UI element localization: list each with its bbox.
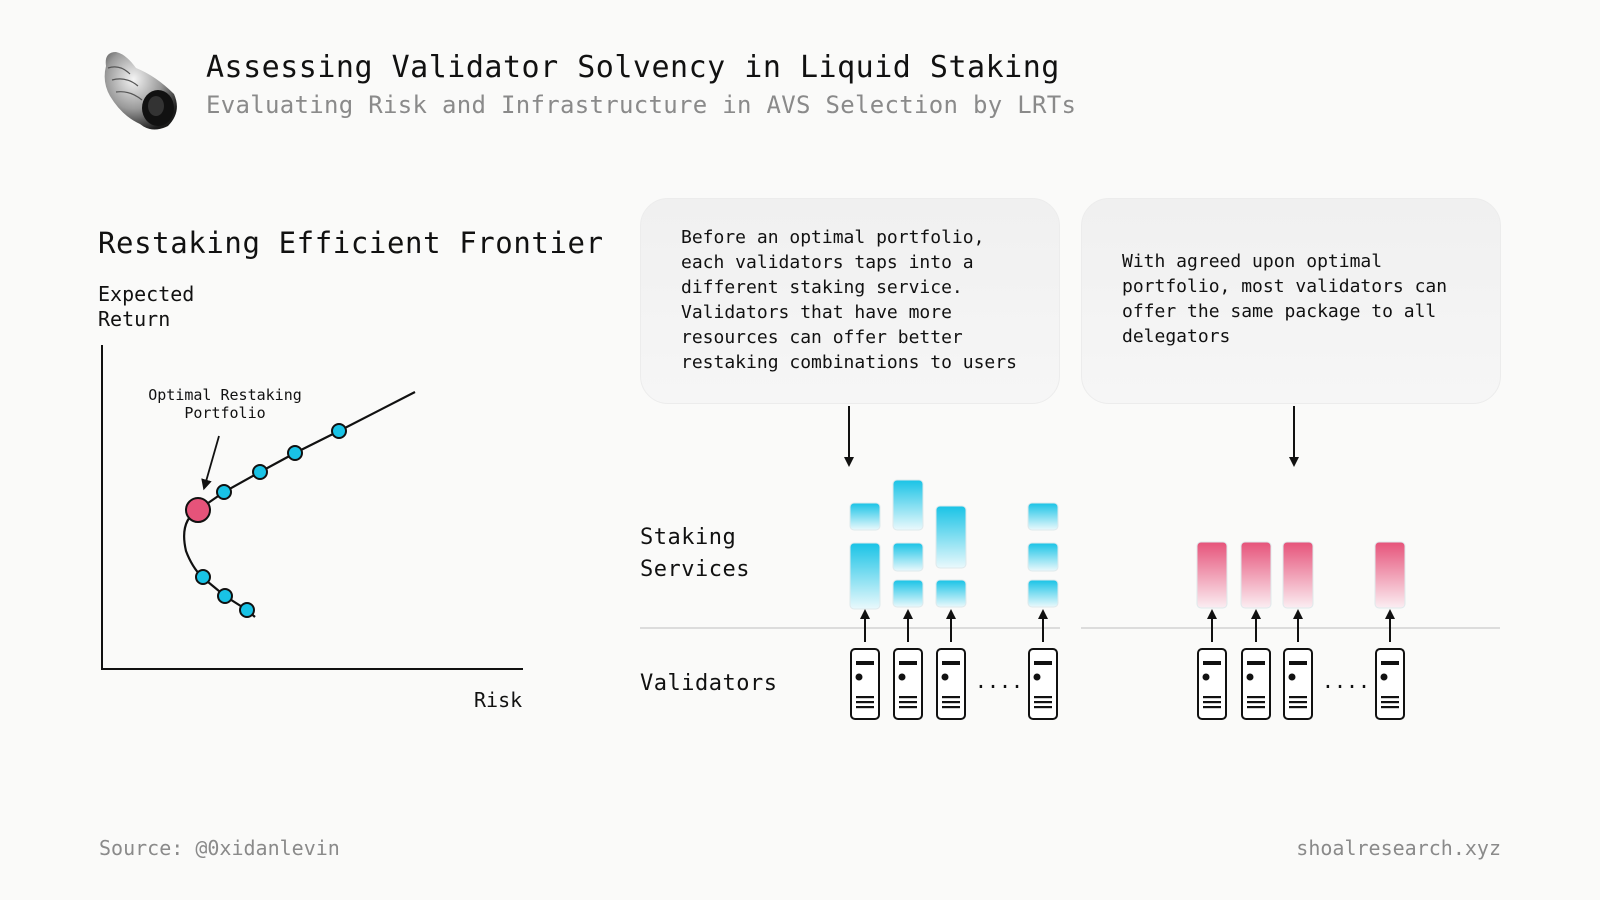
frontier-point <box>216 484 232 500</box>
validator-server-icon <box>1241 648 1271 720</box>
frontier-x-axis-label: Risk <box>474 688 523 712</box>
optimal-package-block <box>1196 541 1228 609</box>
frontier-point <box>331 423 347 439</box>
frontier-point <box>239 602 255 618</box>
validators-label: Validators <box>640 671 778 696</box>
callout-line-1: Optimal Restaking <box>148 386 302 404</box>
frontier-y-axis-label: Expected Return <box>98 282 194 332</box>
optimal-package-block <box>1282 541 1314 609</box>
source-credit: Source: @0xidanlevin <box>99 836 340 860</box>
validator-server-icon <box>1028 648 1058 720</box>
optimal-portfolio-callout: Optimal Restaking Portfolio <box>145 386 305 422</box>
staking-services-label: Staking Services <box>640 522 750 586</box>
page-subtitle: Evaluating Risk and Infrastructure in AV… <box>206 91 1077 119</box>
staking-service-block <box>1027 542 1059 572</box>
staking-service-block <box>892 579 924 608</box>
validator-server-icon <box>850 648 880 720</box>
seashell-logo-icon <box>104 52 177 130</box>
staking-service-block <box>849 542 881 610</box>
validator-server-icon <box>1197 648 1227 720</box>
optimal-package-block <box>1240 541 1272 609</box>
validator-server-icon <box>1283 648 1313 720</box>
validator-server-icon <box>936 648 966 720</box>
staking-service-block <box>1027 579 1059 608</box>
frontier-point <box>195 569 211 585</box>
efficient-frontier-plot <box>101 345 523 670</box>
frontier-point <box>287 445 303 461</box>
staking-service-block <box>935 579 967 608</box>
site-url: shoalresearch.xyz <box>1296 836 1501 860</box>
validator-server-icon <box>893 648 923 720</box>
staking-service-block <box>892 479 924 531</box>
page-title: Assessing Validator Solvency in Liquid S… <box>206 50 1060 85</box>
frontier-title: Restaking Efficient Frontier <box>98 226 604 260</box>
ellipsis-right: .... <box>1322 669 1370 693</box>
optimal-portfolio-point <box>185 497 211 523</box>
staking-service-block <box>892 542 924 572</box>
optimal-package-block <box>1374 541 1406 609</box>
staking-service-block <box>935 505 967 569</box>
frontier-point <box>217 588 233 604</box>
validator-server-icon <box>1375 648 1405 720</box>
staking-label-line-1: Staking <box>640 525 737 550</box>
ylabel-line-1: Expected <box>98 282 195 306</box>
callout-line-2: Portfolio <box>184 404 266 422</box>
frontier-point <box>252 464 268 480</box>
ylabel-line-2: Return <box>98 307 171 331</box>
staking-label-line-2: Services <box>640 557 750 582</box>
ellipsis-left: .... <box>975 669 1023 693</box>
after-optimal-note: With agreed upon optimal portfolio, most… <box>1081 198 1501 404</box>
before-optimal-note: Before an optimal portfolio, each valida… <box>640 198 1060 404</box>
callout-arrow <box>201 435 220 491</box>
staking-service-block <box>849 502 881 531</box>
staking-service-block <box>1027 502 1059 531</box>
